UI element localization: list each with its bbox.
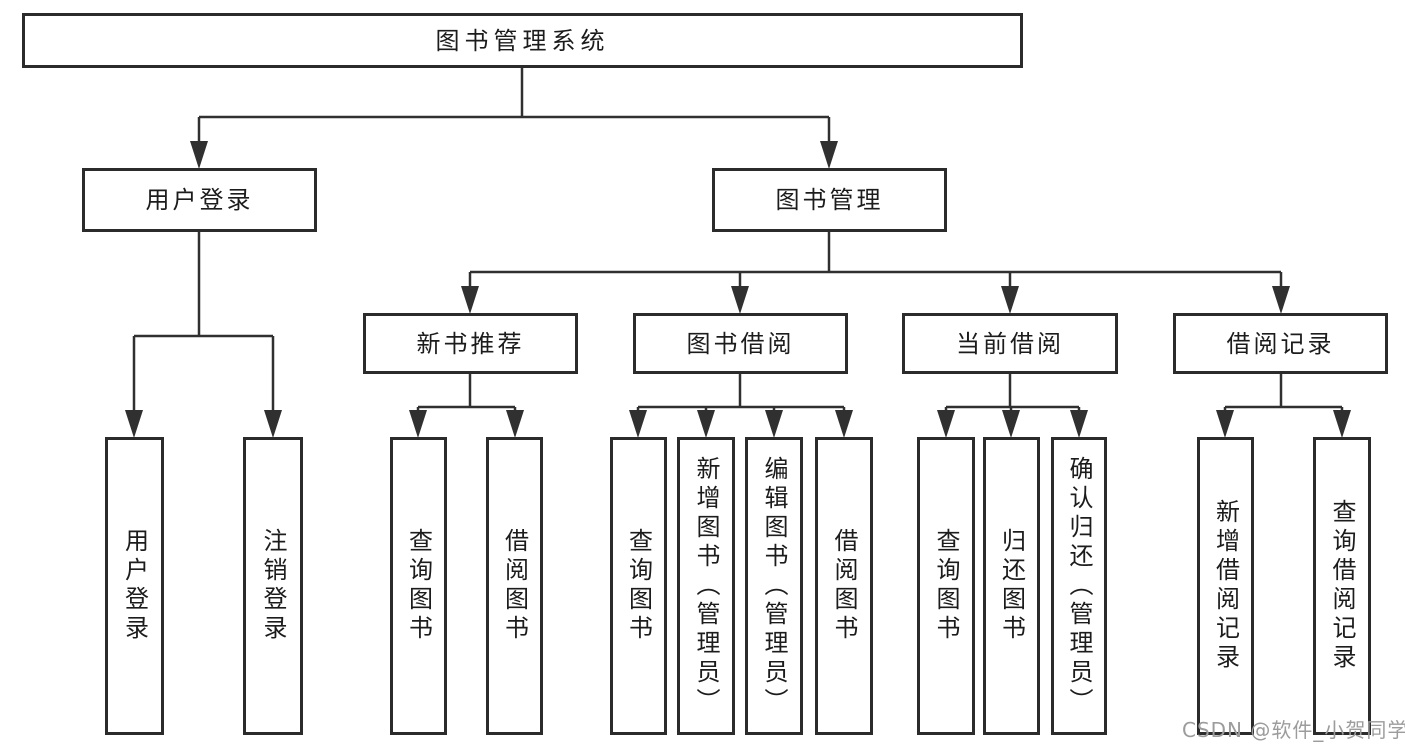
leaf-query-books-current-label: 查询图书 bbox=[932, 528, 960, 644]
node-borrow-records: 借阅记录 bbox=[1173, 313, 1388, 374]
leaf-query-books-recommend-label: 查询图书 bbox=[404, 528, 433, 644]
leaf-borrow-books-label: 借阅图书 bbox=[830, 528, 858, 644]
leaf-borrow-books: 借阅图书 bbox=[815, 437, 873, 735]
leaf-add-book-admin: 新增图书（管理员） bbox=[677, 437, 735, 735]
leaf-query-books-borrow: 查询图书 bbox=[610, 437, 667, 735]
node-new-book-recommend-label: 新书推荐 bbox=[416, 329, 525, 358]
node-user-login-label: 用户登录 bbox=[145, 186, 254, 214]
leaf-add-book-admin-label: 新增图书（管理员） bbox=[692, 455, 720, 717]
connector-book-management bbox=[461, 232, 1290, 314]
connector-user-login bbox=[125, 232, 282, 438]
node-book-borrow-label: 图书借阅 bbox=[686, 329, 795, 358]
node-library-system-label: 图书管理系统 bbox=[435, 26, 610, 55]
node-book-management: 图书管理 bbox=[712, 168, 947, 232]
connector-new-book-recommend bbox=[409, 374, 524, 438]
leaf-edit-book-admin: 编辑图书（管理员） bbox=[745, 437, 803, 735]
leaf-query-books-borrow-label: 查询图书 bbox=[624, 528, 653, 644]
leaf-confirm-return-admin-label: 确认归还（管理员） bbox=[1065, 455, 1093, 717]
node-borrow-records-label: 借阅记录 bbox=[1226, 329, 1335, 358]
node-current-borrow-label: 当前借阅 bbox=[956, 329, 1064, 358]
leaf-borrow-books-recommend: 借阅图书 bbox=[486, 437, 543, 735]
leaf-add-borrow-record: 新增借阅记录 bbox=[1197, 437, 1254, 735]
connector-root bbox=[190, 68, 838, 169]
leaf-user-login-label: 用户登录 bbox=[120, 528, 149, 644]
node-current-borrow: 当前借阅 bbox=[902, 313, 1118, 374]
node-library-system: 图书管理系统 bbox=[22, 13, 1023, 68]
node-user-login: 用户登录 bbox=[82, 168, 317, 232]
leaf-confirm-return-admin: 确认归还（管理员） bbox=[1051, 437, 1107, 735]
connector-current-borrow bbox=[937, 374, 1088, 438]
leaf-logout: 注销登录 bbox=[243, 437, 303, 735]
node-new-book-recommend: 新书推荐 bbox=[363, 313, 578, 374]
leaf-user-login: 用户登录 bbox=[105, 437, 164, 735]
leaf-add-borrow-record-label: 新增借阅记录 bbox=[1211, 499, 1240, 673]
leaf-query-books-recommend: 查询图书 bbox=[390, 437, 447, 735]
connector-borrow-records bbox=[1216, 374, 1351, 438]
leaf-query-borrow-record: 查询借阅记录 bbox=[1313, 437, 1371, 735]
csdn-watermark: CSDN @软件_小贺同学 bbox=[1182, 718, 1405, 742]
leaf-query-borrow-record-label: 查询借阅记录 bbox=[1328, 499, 1356, 673]
leaf-logout-label: 注销登录 bbox=[259, 528, 287, 644]
leaf-return-book: 归还图书 bbox=[983, 437, 1040, 735]
leaf-query-books-current: 查询图书 bbox=[917, 437, 975, 735]
node-book-management-label: 图书管理 bbox=[775, 186, 884, 214]
leaf-borrow-books-recommend-label: 借阅图书 bbox=[500, 528, 529, 644]
node-book-borrow: 图书借阅 bbox=[633, 313, 848, 374]
leaf-return-book-label: 归还图书 bbox=[997, 528, 1026, 644]
leaf-edit-book-admin-label: 编辑图书（管理员） bbox=[760, 455, 788, 717]
connector-book-borrow bbox=[629, 374, 853, 438]
